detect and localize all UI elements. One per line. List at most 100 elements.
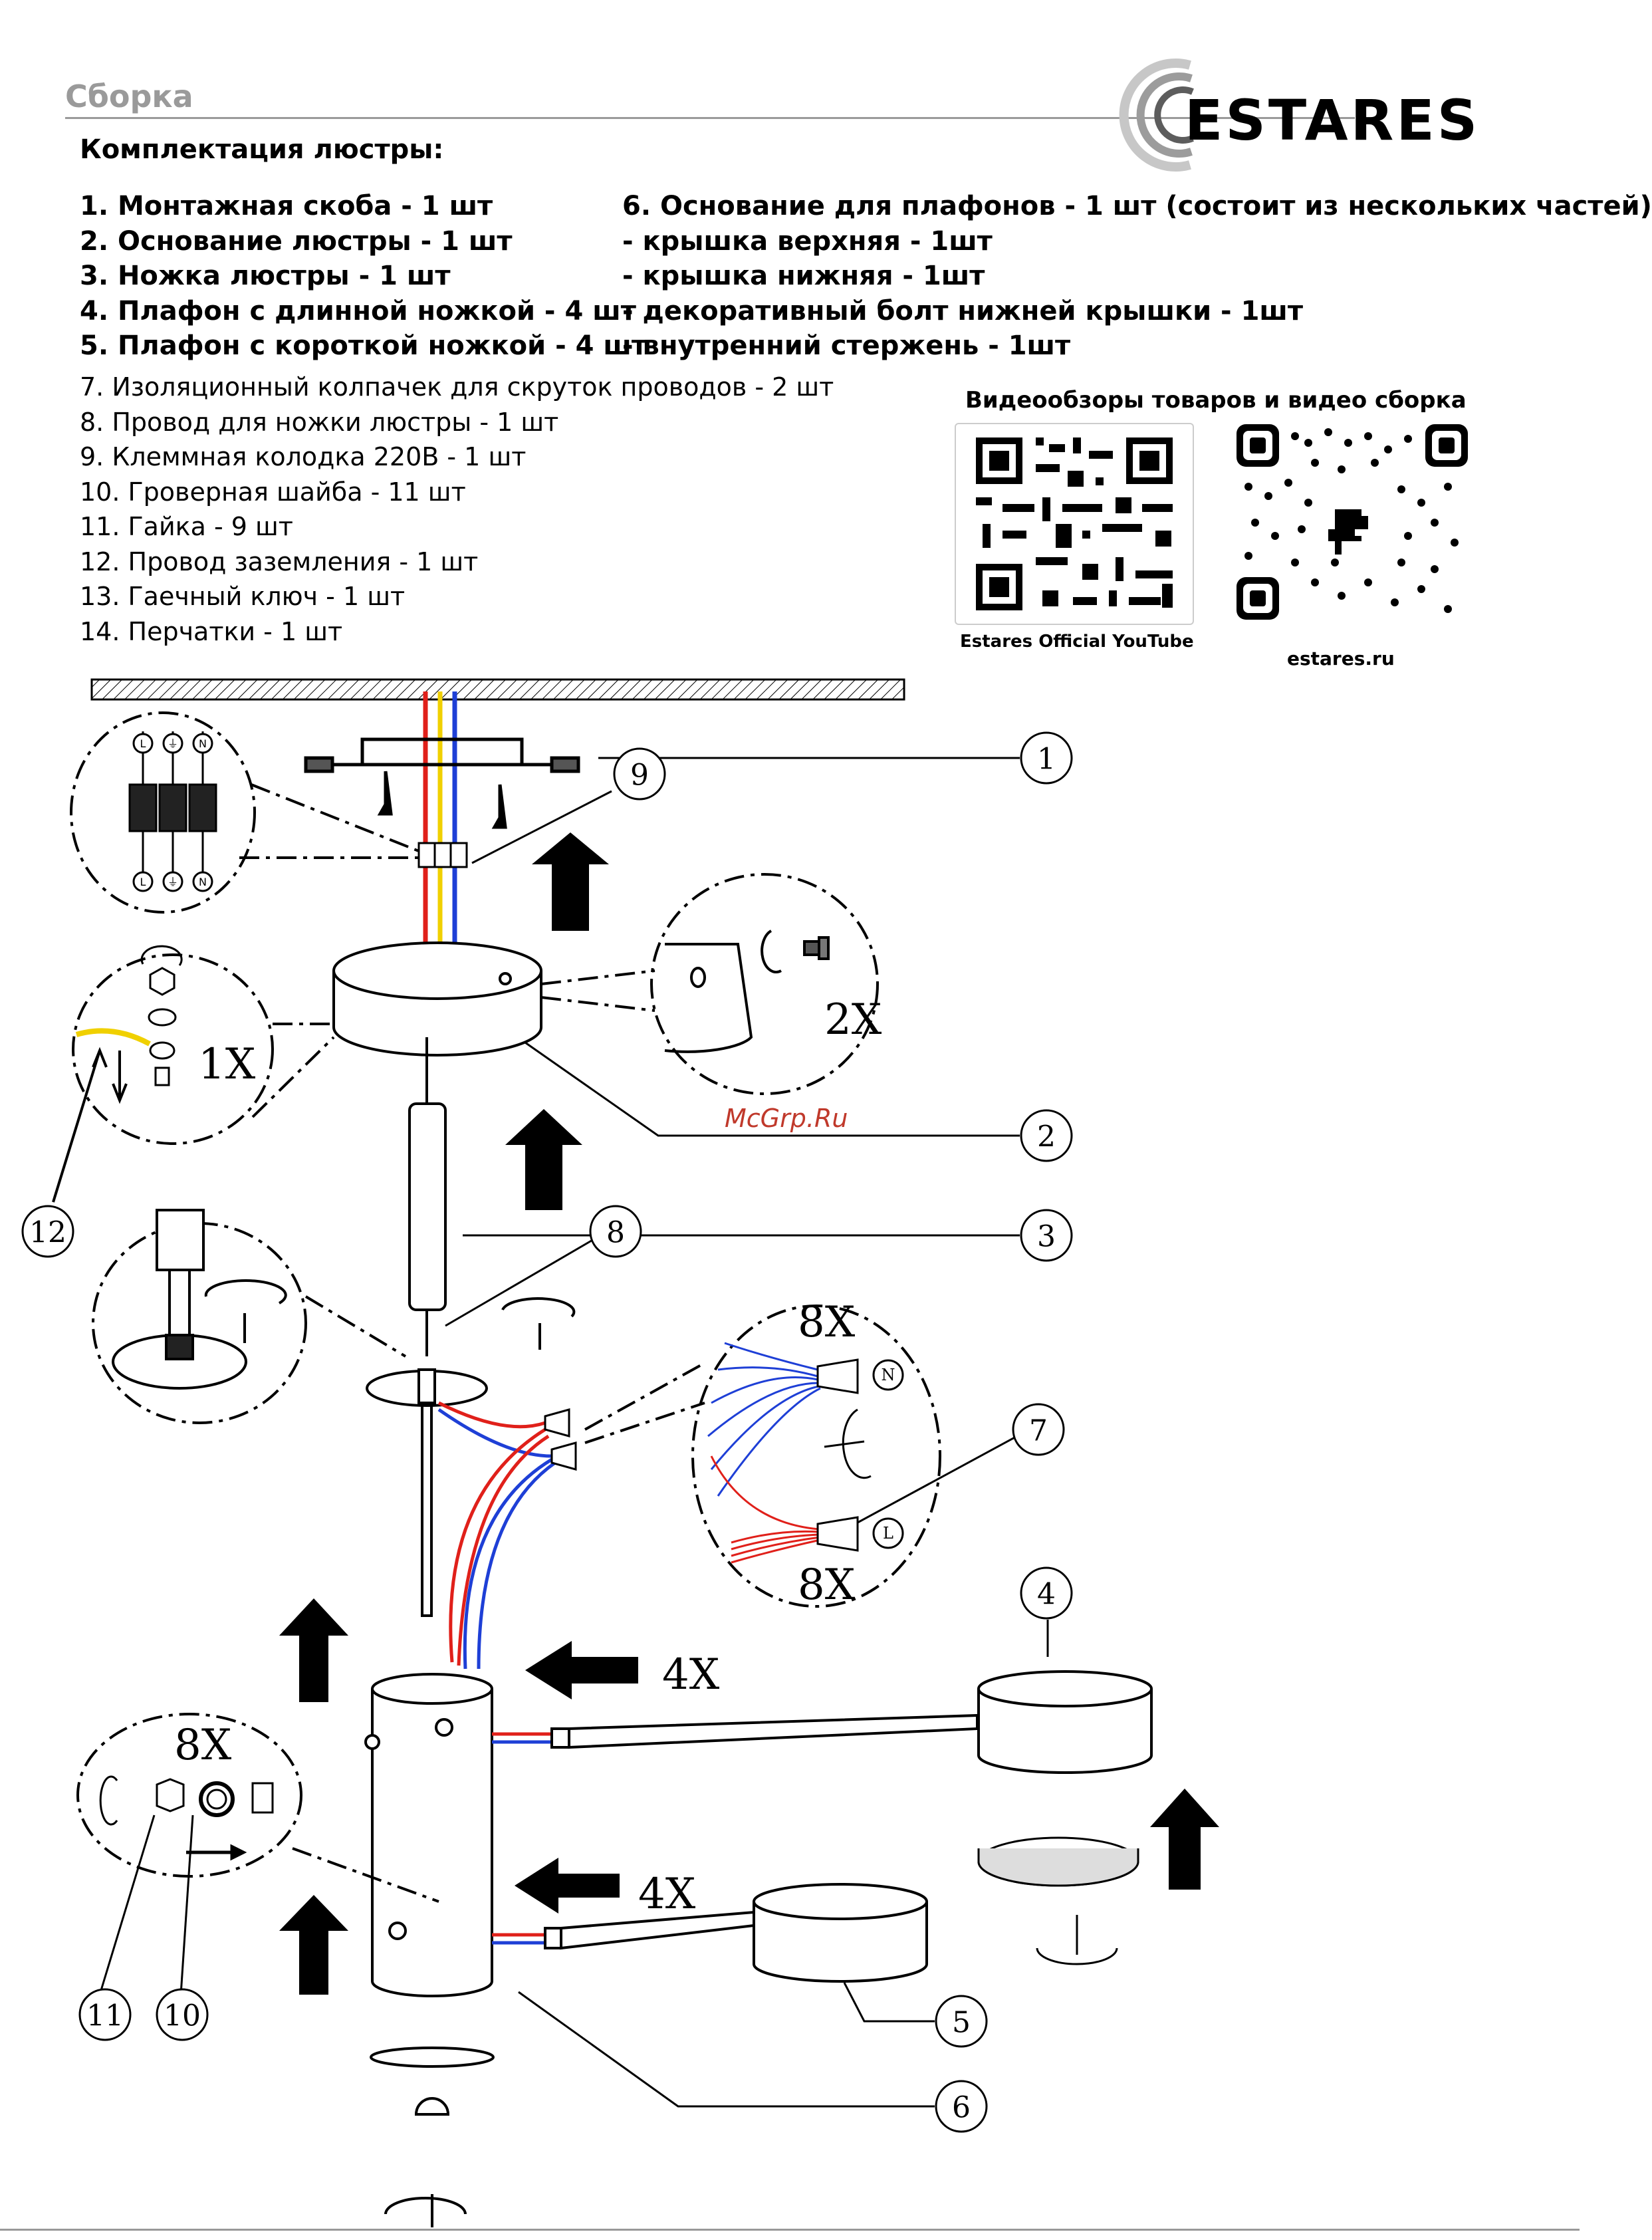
assembly-diagram: L ⏚ N L ⏚ N 2X [21,678,1219,2227]
callout-6 [935,2080,988,2133]
cap-bottom-multiplier: 8X [798,1560,856,1610]
callout-12-label: 12 [29,1216,66,1250]
kit-item: - декоративный болт нижней крышки - 1шт [622,295,1304,326]
callout-6-label: 6 [952,2091,971,2125]
screw-multiplier: 2X [824,995,882,1045]
kit-item: 1. Монтажная скоба - 1 шт [80,191,493,221]
callout-8-label: 8 [606,1216,625,1250]
callout-5 [935,1995,988,2048]
ground-nut-multiplier: 1X [198,1040,256,1089]
twist-caps [544,1408,577,1471]
header-divider [65,117,1355,119]
brand-logo: ESTARES [1110,59,1536,172]
terminal-label-n: N [199,737,207,750]
kit-item: 13. Гаечный ключ - 1 шт [80,582,406,611]
long-shade-multiplier: 4X [662,1650,720,1699]
mains-wires [423,691,457,944]
callout-4 [1020,1566,1073,1620]
callout-8 [589,1205,642,1258]
kit-item: 3. Ножка люстры - 1 шт [80,261,451,291]
callout-3-label: 3 [1037,1220,1056,1254]
brand-name: ESTARES [1185,88,1480,153]
callout-11-label: 11 [86,1999,124,2033]
callout-circles [21,731,1073,2133]
logo-rings-icon [1119,59,1194,172]
ceiling [90,678,905,701]
up-arrows [279,832,1219,1995]
screw-detail [540,873,879,1095]
kit-item: - внутренний стержень - 1шт [622,330,1071,361]
qr-code-icon [1237,424,1468,620]
short-shade-multiplier: 4X [638,1870,696,1919]
short-arm-shade [492,1883,928,1983]
kit-item: 8. Провод для ножки люстры - 1 шт [80,407,559,437]
callout-7 [1012,1403,1065,1456]
kit-item: 4. Плафон с длинной ножкой - 4 шт [80,295,636,326]
kit-item: 6. Основание для плафонов - 1 шт (состои… [622,191,1652,221]
terminal-detail-parts [128,731,217,892]
kit-title: Комплектация люстры: [80,134,444,165]
bottom-divider [0,2229,1580,2231]
kit-bold-left: 1. Монтажная скоба - 1 шт 2. Основание л… [80,189,647,364]
dino-icon [1328,509,1368,555]
kit-item: 7. Изоляционный колпачек для скруток про… [80,372,834,402]
wire-cap-detail-caps [816,1358,904,1552]
base-nut-multiplier: 8X [174,1721,232,1770]
youtube-qr-code[interactable] [955,423,1194,625]
terminal-detail [70,711,419,914]
kit-item: 9. Клеммная колодка 220В - 1 шт [80,442,527,471]
qr-code-icon [976,437,1173,610]
live-marker: L [883,1524,893,1543]
lamp-holder [977,1836,1139,1965]
callout-1 [1020,731,1073,785]
long-arm-shade [492,1670,1153,1774]
callout-10-label: 10 [164,1999,201,2033]
callout-5-label: 5 [952,2006,971,2040]
kit-item: 10. Гроверная шайба - 11 шт [80,477,466,507]
callout-2-label: 2 [1037,1120,1056,1154]
site-qr-code[interactable] [1235,423,1471,622]
kit-item: 12. Провод заземления - 1 шт [80,547,479,576]
leader-lines [98,757,1049,2108]
callout-12 [21,1205,74,1258]
terminal-label-ground: ⏚ [168,737,178,750]
callout-3 [1020,1209,1073,1262]
chandelier-base [332,941,542,1057]
neutral-marker: N [882,1366,895,1384]
youtube-caption: Estares Official YouTube [960,632,1194,652]
callout-2 [1020,1109,1073,1162]
callout-11 [78,1988,132,2041]
shade-base [364,1673,493,1997]
callout-10 [156,1988,209,2041]
base-nut-detail-parts [99,1775,274,1861]
terminal-label-ground-bottom: ⏚ [168,876,178,888]
wire-cap-detail-wires [707,1342,821,1564]
site-caption: estares.ru [1287,648,1395,670]
stem-wires [437,1401,556,1670]
kit-item: - крышка верхняя - 1шт [622,225,993,257]
screw-detail-parts [664,930,830,1053]
callout-4-label: 4 [1037,1578,1056,1612]
terminal-label-l-bottom: L [140,876,146,888]
side-arrows [515,1641,638,1914]
callout-9-label: 9 [630,759,649,793]
cap-top-multiplier: 8X [798,1298,856,1347]
kit-plain-list: 7. Изоляционный колпачек для скруток про… [80,370,834,649]
terminal-block [417,842,468,868]
terminal-label-l: L [140,737,146,750]
chandelier-stem [408,1037,447,1617]
callout-7-label: 7 [1029,1414,1048,1448]
callout-9 [613,747,666,801]
stem-nut-detail [92,1222,407,1424]
top-cover [366,1368,488,1407]
mounting-bracket [304,737,580,829]
kit-item: - крышка нижняя - 1шт [622,261,985,291]
watermark: McGrp.Ru [725,1104,848,1133]
bottom-cover [370,2047,495,2227]
wire-cap-detail [584,1305,941,1608]
callout-1-label: 1 [1037,743,1056,777]
ground-nut-detail [72,953,335,1145]
video-section-title: Видеообзоры товаров и видео сборка [965,387,1467,414]
kit-item: 11. Гайка - 9 шт [80,512,293,541]
kit-bold-right: 6. Основание для плафонов - 1 шт (состои… [622,189,1652,364]
